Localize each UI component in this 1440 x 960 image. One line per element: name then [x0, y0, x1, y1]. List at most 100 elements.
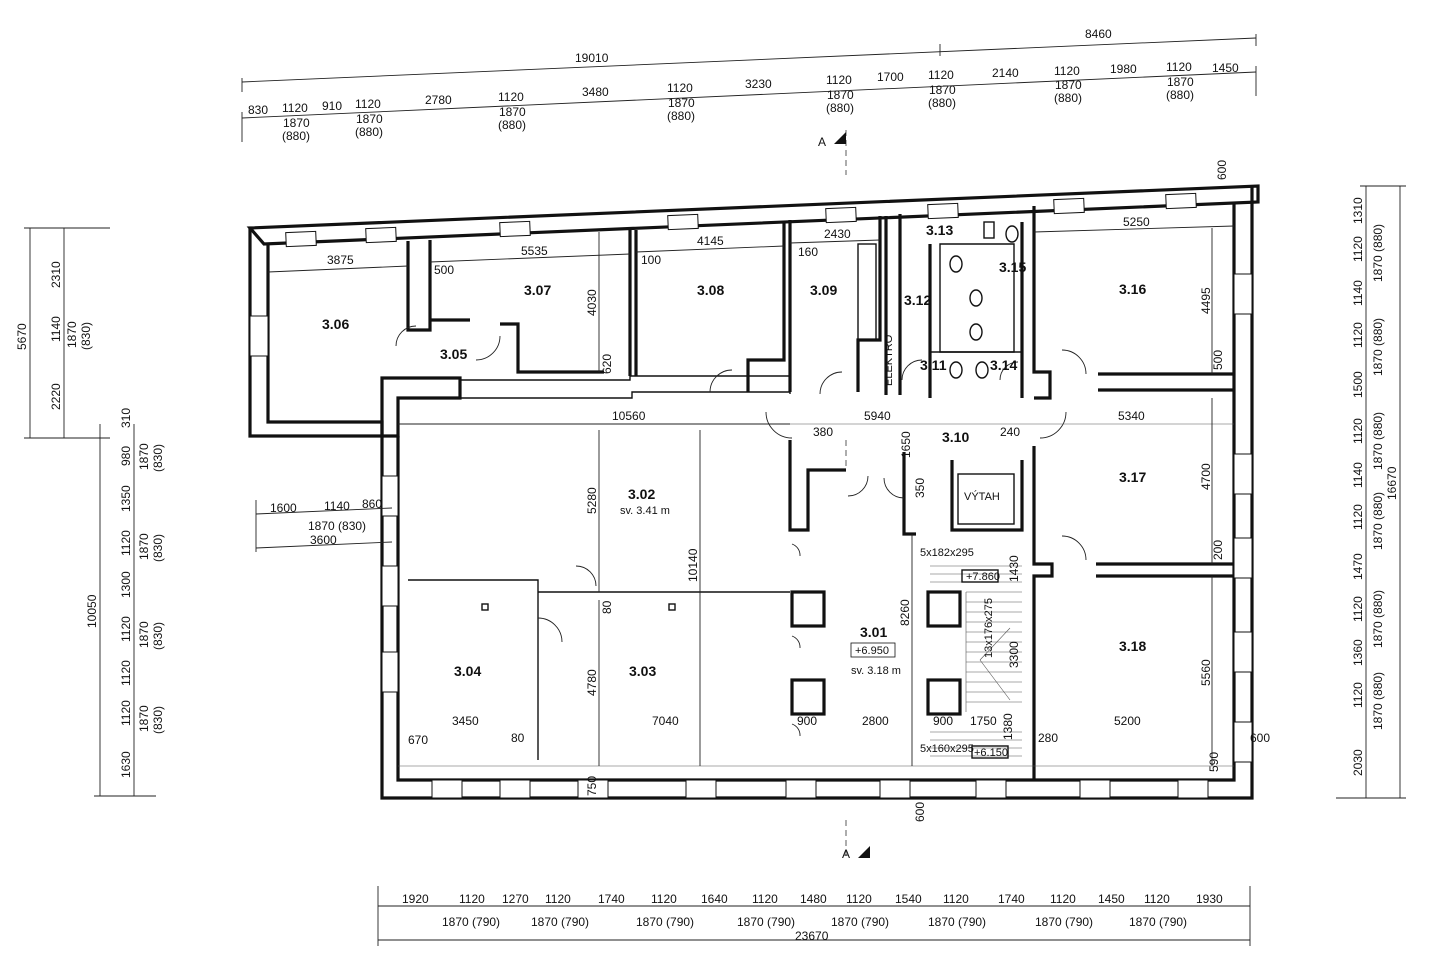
- dim-1120: 1120: [1144, 892, 1170, 906]
- dim-600: 600: [1215, 160, 1229, 180]
- left-dimensions: 5670 2310 1140 2220 1870 (830) 10050 310…: [15, 227, 165, 797]
- dim-sub-880: (880): [355, 125, 383, 139]
- level-upper-label: +7.860: [966, 571, 1000, 583]
- dim-sub-880: (880): [498, 118, 526, 132]
- dim-830: (830): [79, 322, 93, 350]
- dim-80: 80: [511, 731, 525, 745]
- dim-5280: 5280: [585, 487, 599, 514]
- elektro-label: ELEKTRO: [883, 334, 895, 386]
- dim-600: 600: [1250, 731, 1270, 745]
- dim-620: 620: [600, 354, 614, 374]
- dim-1380: 1380: [1001, 713, 1015, 740]
- dim-sub-1870: 1870: [1055, 78, 1082, 92]
- dim-5250: 5250: [1123, 215, 1150, 229]
- dim-1120: 1120: [943, 892, 969, 906]
- dim-1120: 1120: [1351, 596, 1365, 622]
- dim-860: 860: [362, 497, 382, 511]
- dim-3875: 3875: [327, 253, 354, 267]
- dim-1120: 1120: [1050, 892, 1076, 906]
- dim-2310: 2310: [49, 261, 63, 288]
- dim-sub-880: (880): [1166, 88, 1194, 102]
- dim-1930: 1930: [1196, 892, 1223, 906]
- dim-1920: 1920: [402, 892, 429, 906]
- dim-7040: 7040: [652, 714, 679, 728]
- dim-sub-880: (880): [826, 101, 854, 115]
- dim-5560: 5560: [1199, 659, 1213, 686]
- dim-1120: 1120: [119, 660, 133, 686]
- dim-1120: 1120: [752, 892, 778, 906]
- dim-100: 100: [641, 253, 661, 267]
- dim-1120: 1120: [119, 700, 133, 726]
- dim-1870: 1870: [137, 533, 151, 560]
- dim-2140: 2140: [992, 66, 1019, 80]
- room-3-01-height: sv. 3.18 m: [851, 665, 901, 677]
- dim-200: 200: [1211, 540, 1225, 560]
- dim-830: (830): [151, 444, 165, 472]
- elektro-strip: ELEKTRO: [857, 243, 895, 386]
- dim-380: 380: [813, 425, 833, 439]
- dim-980: 980: [119, 446, 133, 466]
- dim-3480: 3480: [582, 85, 609, 99]
- room-3-09: 3.09: [810, 282, 837, 298]
- dim-1140: 1140: [49, 316, 63, 342]
- dim-1870: 1870: [65, 321, 79, 348]
- dim-3600: 3600: [310, 533, 337, 547]
- dim-1450: 1450: [1212, 61, 1239, 75]
- dim-1870: 1870: [137, 705, 151, 732]
- dim-1120: 1120: [667, 81, 693, 95]
- dim-1120: 1120: [1351, 418, 1365, 444]
- room-3-10: 3.10: [942, 429, 969, 445]
- doors: [395, 325, 1087, 737]
- dim-80: 80: [600, 600, 614, 614]
- dim-sub-880: (880): [928, 96, 956, 110]
- room-3-14: 3.14: [990, 357, 1017, 373]
- dim-1870-880: 1870 (880): [1371, 590, 1385, 648]
- dim-1120: 1120: [928, 68, 954, 82]
- dim-sub-880: (880): [1054, 91, 1082, 105]
- top-dimensions: 19010 8460 830 1120 910 1120 2780 1120 3…: [241, 27, 1257, 143]
- dim-1740: 1740: [998, 892, 1025, 906]
- stairs-upper-label: 5x182x295: [920, 547, 974, 559]
- room-3-01: 3.01: [860, 624, 887, 640]
- dim-1870-790: 1870 (790): [1129, 915, 1187, 929]
- dim-1750: 1750: [970, 714, 997, 728]
- stairs-lower-label: 5x160x295: [920, 743, 974, 755]
- dim-8460: 8460: [1085, 27, 1112, 41]
- dim-1630: 1630: [119, 751, 133, 778]
- dim-1870-790: 1870 (790): [531, 915, 589, 929]
- right-dimensions: 16670 1310 1120 1140 1120 1500 1120 1140…: [1336, 185, 1406, 799]
- dim-500: 500: [434, 263, 454, 277]
- dim-830: (830): [151, 534, 165, 562]
- dim-2220: 2220: [49, 383, 63, 410]
- dim-1120: 1120: [1351, 236, 1365, 262]
- dim-1450: 1450: [1098, 892, 1125, 906]
- building-walls: VÝTAH: [246, 184, 1260, 800]
- dim-sub-1870: 1870: [827, 88, 854, 102]
- dim-1500: 1500: [1351, 371, 1365, 398]
- dim-750: 750: [585, 776, 599, 796]
- dim-sub-1870: 1870: [499, 105, 526, 119]
- dim-600: 600: [913, 802, 927, 822]
- dim-830: (830): [151, 706, 165, 734]
- dim-4030: 4030: [585, 289, 599, 316]
- dim-1310: 1310: [1351, 197, 1365, 224]
- dim-1120: 1120: [1351, 322, 1365, 348]
- dim-4145: 4145: [697, 234, 724, 248]
- dim-1870-830: 1870 (830): [308, 519, 366, 533]
- dim-1870-880: 1870 (880): [1371, 492, 1385, 550]
- room-3-11: 3.11: [920, 357, 947, 373]
- dim-sub-1870: 1870: [1167, 75, 1194, 89]
- dim-2780: 2780: [425, 93, 452, 107]
- room-3-05: 3.05: [440, 346, 467, 362]
- room-3-12: 3.12: [904, 292, 931, 308]
- dim-sub-1870: 1870: [283, 116, 310, 130]
- dim-5670: 5670: [15, 323, 29, 350]
- dim-160: 160: [798, 245, 818, 259]
- dim-280: 280: [1038, 731, 1058, 745]
- dim-sub-1870: 1870: [929, 83, 956, 97]
- section-marker-top: A: [818, 130, 847, 175]
- dim-5535: 5535: [521, 244, 548, 258]
- dim-1120: 1120: [1351, 504, 1365, 530]
- dim-240: 240: [1000, 425, 1020, 439]
